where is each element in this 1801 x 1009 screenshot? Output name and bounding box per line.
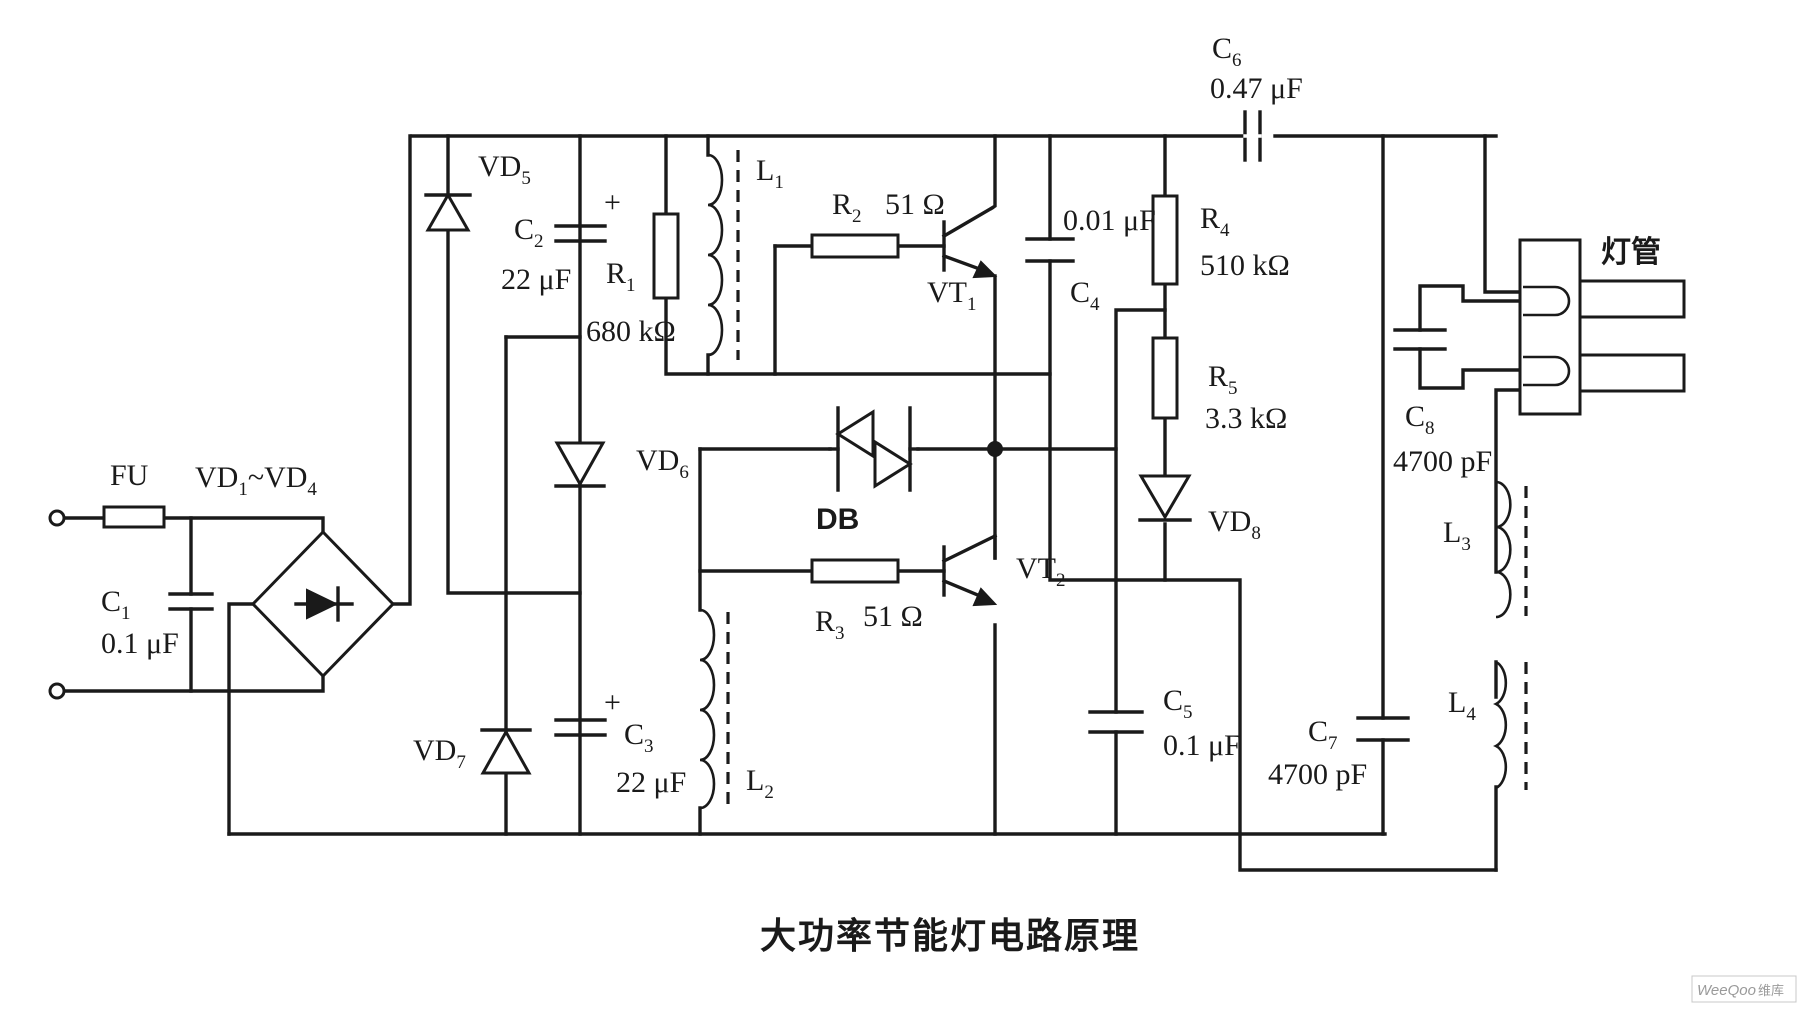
component-labels: FU VD1~VD4 C1 0.1 μF VD5 C2 22 μF + R1 6… — [101, 32, 1661, 803]
diode-vd6 — [554, 441, 606, 488]
watermark-brand: WeeQoo — [1697, 982, 1756, 999]
capacitor-c2 — [554, 224, 607, 243]
capacitor-c3 — [554, 718, 607, 737]
label-c4-value: 0.01 μF — [1063, 204, 1156, 237]
diode-vd5 — [424, 191, 472, 232]
label-db: DB — [816, 503, 859, 536]
input-terminal-bottom — [48, 682, 66, 700]
label-l3: L3 — [1443, 516, 1471, 555]
label-vt2: VT2 — [1016, 552, 1066, 591]
resistor-r1 — [652, 212, 680, 300]
label-c2: C2 — [514, 213, 544, 252]
label-c2-plus: + — [604, 186, 621, 219]
capacitor-c7 — [1356, 716, 1410, 742]
capacitor-c6 — [1243, 110, 1262, 162]
label-c3-value: 22 μF — [616, 766, 686, 799]
junction-node — [987, 441, 1003, 457]
label-c1: C1 — [101, 585, 131, 624]
label-r2: R2 — [832, 188, 862, 227]
inductor-l2 — [699, 608, 730, 812]
capacitor-c4 — [1025, 237, 1075, 263]
label-c3: C3 — [624, 718, 654, 757]
lamp-tube — [1518, 238, 1686, 416]
label-c8: C8 — [1405, 400, 1435, 439]
label-r3: R3 — [815, 605, 845, 644]
diode-vd7 — [480, 728, 532, 775]
transistor-vt1 — [941, 205, 998, 279]
label-l1: L1 — [756, 154, 784, 193]
diode-vd8 — [1138, 474, 1192, 522]
label-l4: L4 — [1448, 686, 1476, 725]
resistor-r5 — [1151, 336, 1179, 420]
watermark: WeeQoo 维库 — [1691, 975, 1797, 1003]
label-c3-plus: + — [604, 686, 621, 719]
inductor-l4 — [1493, 660, 1528, 790]
diagram-caption: 大功率节能灯电路原理 — [760, 916, 1140, 957]
watermark-suffix: 维库 — [1758, 983, 1784, 999]
label-r4-value: 510 kΩ — [1200, 249, 1290, 282]
label-r4: R4 — [1200, 202, 1230, 241]
label-c8-value: 4700 pF — [1393, 445, 1492, 478]
label-r1: R1 — [606, 257, 636, 296]
label-c6: C6 — [1212, 32, 1242, 71]
label-vt1: VT1 — [927, 276, 977, 315]
label-l2: L2 — [746, 764, 774, 803]
label-c7: C7 — [1308, 715, 1338, 754]
label-r5-value: 3.3 kΩ — [1205, 402, 1287, 435]
label-r1-value: 680 kΩ — [586, 315, 676, 348]
label-vd7: VD7 — [413, 734, 466, 773]
capacitor-c5 — [1088, 710, 1144, 734]
resistor-r4 — [1151, 194, 1179, 286]
resistor-r3 — [810, 558, 900, 584]
capacitor-c1 — [168, 592, 214, 611]
label-lamp: 灯管 — [1601, 236, 1661, 269]
diac-db — [828, 406, 920, 492]
label-vd6: VD6 — [636, 444, 689, 483]
transistor-vt2 — [941, 533, 998, 607]
label-r3-value: 51 Ω — [863, 600, 923, 633]
label-vd5: VD5 — [478, 150, 531, 189]
label-c6-value: 0.47 μF — [1210, 72, 1303, 105]
label-fu: FU — [110, 459, 149, 492]
label-r5: R5 — [1208, 360, 1238, 399]
bridge-rectifier-vd1-vd4 — [250, 529, 396, 679]
input-terminal-top — [48, 509, 66, 527]
label-c2-value: 22 μF — [501, 263, 571, 296]
inductor-l3 — [1494, 480, 1528, 619]
label-r2-value: 51 Ω — [885, 188, 945, 221]
inductor-l1 — [707, 150, 740, 360]
label-c5-value: 0.1 μF — [1163, 729, 1241, 762]
label-c4: C4 — [1070, 276, 1100, 315]
fuse-fu — [102, 505, 166, 529]
capacitor-c8 — [1393, 328, 1447, 351]
label-vd8: VD8 — [1208, 505, 1261, 544]
label-c5: C5 — [1163, 684, 1193, 723]
resistor-r2 — [810, 233, 900, 259]
label-c7-value: 4700 pF — [1268, 758, 1367, 791]
label-vd1-vd4: VD1~VD4 — [195, 461, 317, 500]
label-c1-value: 0.1 μF — [101, 627, 179, 660]
